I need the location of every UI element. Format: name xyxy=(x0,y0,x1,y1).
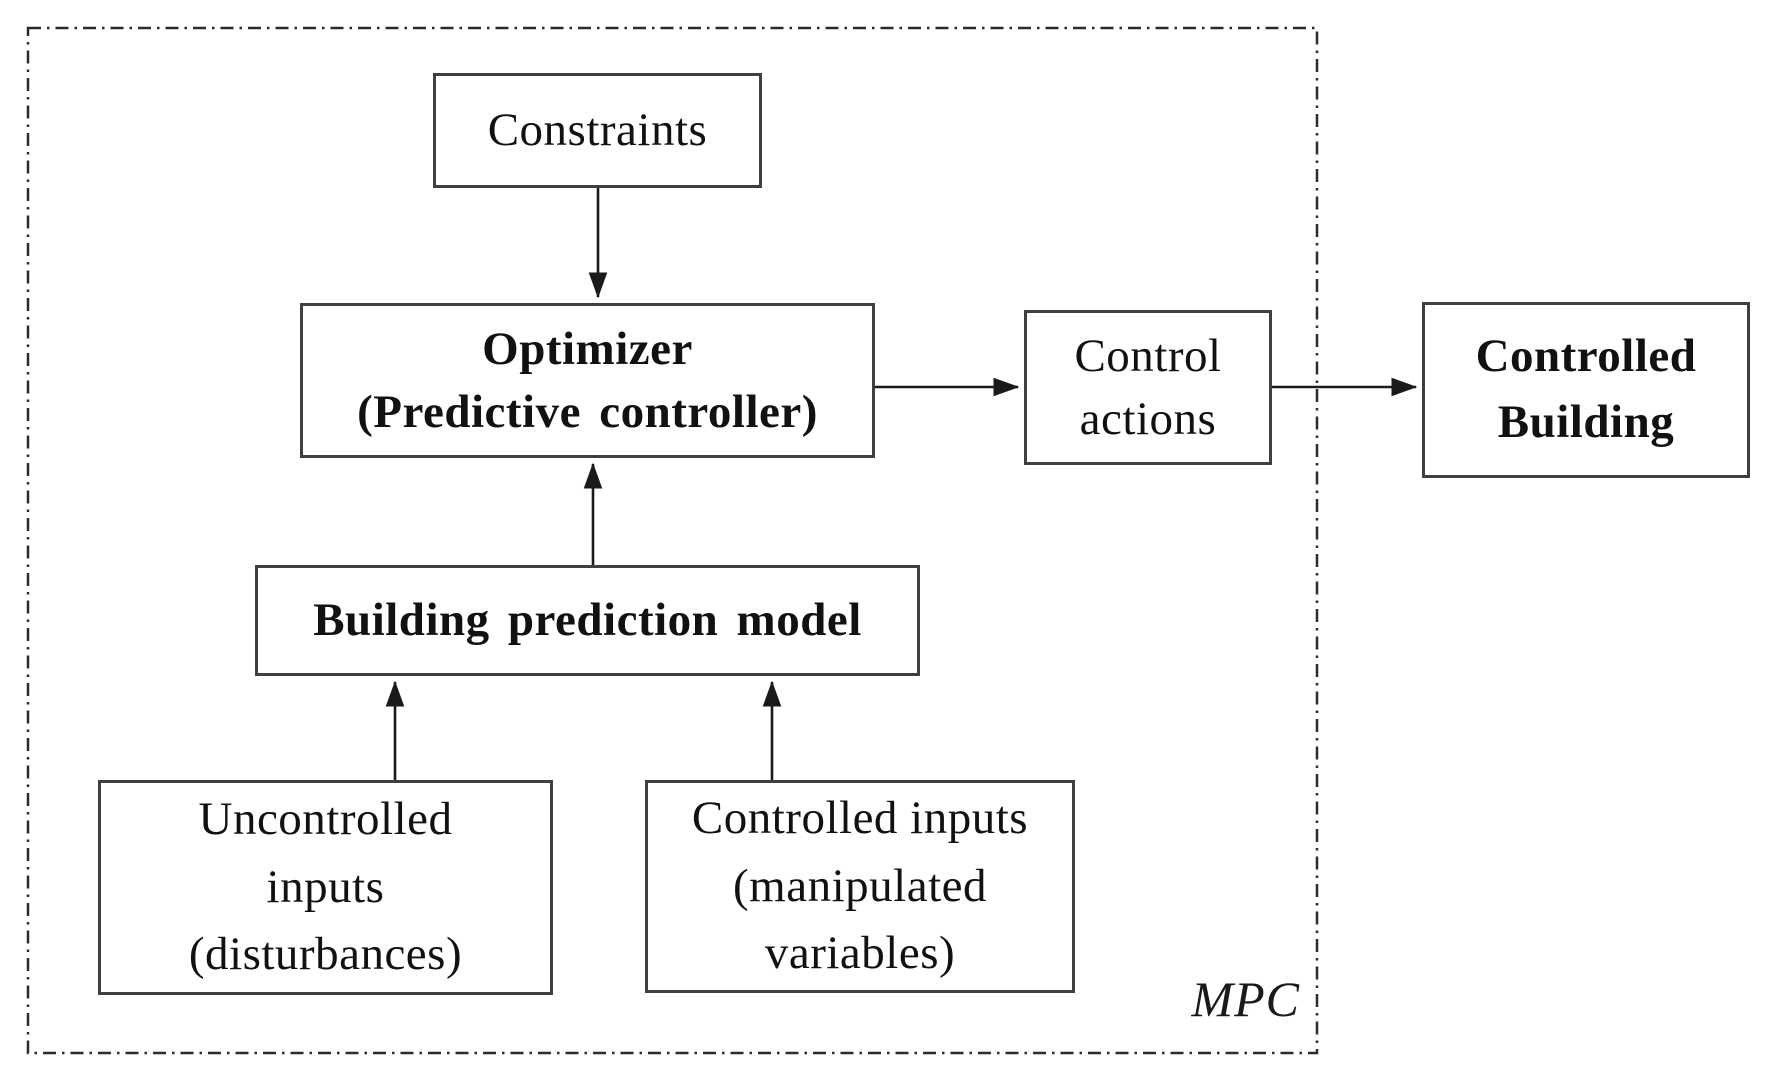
constraints-label: Constraints xyxy=(487,104,708,157)
optimizer-label-line2: (Predictive controller) xyxy=(357,385,818,438)
uncontrolled-inputs-box: Uncontrolled inputs (disturbances) xyxy=(98,780,553,995)
control-actions-box: Control actions xyxy=(1024,310,1272,465)
controlled-building-box: Controlled Building xyxy=(1422,302,1750,478)
building-prediction-model-box: Building prediction model xyxy=(255,565,920,676)
constraints-box: Constraints xyxy=(433,73,762,188)
controlled-building-label-line2: Building xyxy=(1497,396,1675,448)
controlled-building-label-line1: Controlled xyxy=(1475,330,1697,383)
uncontrolled-inputs-label-line1: Uncontrolled xyxy=(198,792,453,845)
mpc-boundary-label: MPC xyxy=(1191,971,1300,1027)
mpc-boundary-dashed-border xyxy=(26,26,1319,1055)
controlled-inputs-label-line1: Controlled inputs xyxy=(691,791,1029,844)
uncontrolled-inputs-label-line2: inputs xyxy=(266,860,385,913)
control-actions-label-line1: Control xyxy=(1074,330,1222,383)
optimizer-box: Optimizer (Predictive controller) xyxy=(300,303,875,458)
optimizer-label-line1: Optimizer xyxy=(482,323,693,376)
uncontrolled-inputs-label-line3: (disturbances) xyxy=(188,928,463,981)
control-actions-label-line2: actions xyxy=(1079,392,1217,445)
building-prediction-model-label: Building prediction model xyxy=(313,594,862,647)
controlled-inputs-label-line2: (manipulated xyxy=(733,859,987,912)
controlled-inputs-box: Controlled inputs (manipulated variables… xyxy=(645,780,1075,993)
controlled-inputs-label-line3: variables) xyxy=(764,927,956,980)
